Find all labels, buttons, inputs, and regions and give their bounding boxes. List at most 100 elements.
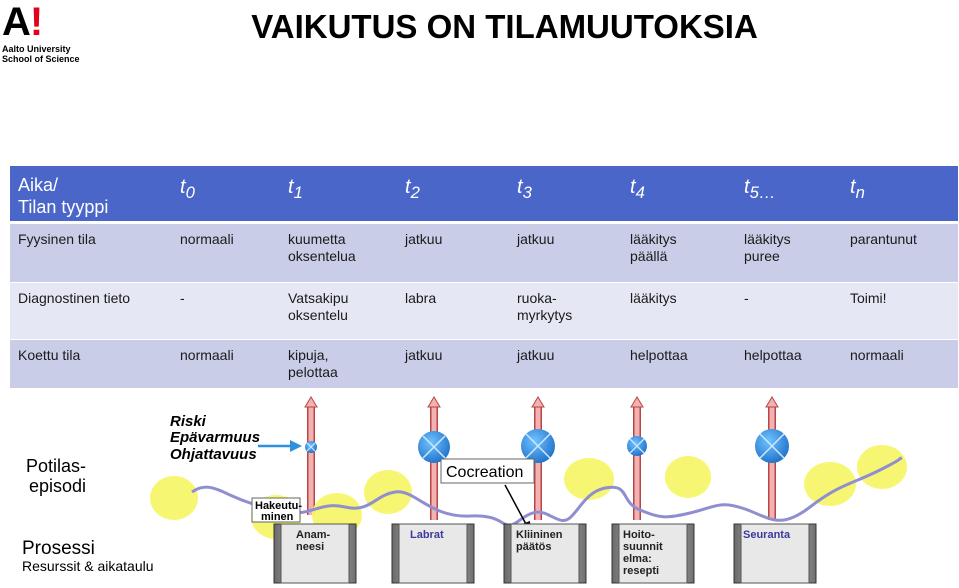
cell-line: Vatsakipu [288, 290, 349, 306]
cocreation-pointer [504, 484, 528, 527]
arrow-head [765, 396, 779, 408]
box-kliininen-2: päätös [516, 541, 551, 553]
table-cell: jatkuu [397, 340, 509, 388]
cell-line: normaali [850, 347, 904, 363]
time-base: t [405, 176, 411, 198]
box-hoito-2: suunnit [623, 541, 663, 553]
box-hoito-3: elma: [623, 553, 652, 565]
box-seuranta: Seuranta [743, 529, 791, 541]
header-time-n: tn [842, 166, 958, 221]
header-time-4: t4 [622, 166, 736, 221]
header-time-1: t1 [280, 166, 397, 221]
cell-line: lääkitys [744, 231, 791, 247]
arrow-head [427, 396, 441, 408]
resurssit-label: Resurssit & aikataulu [22, 558, 154, 574]
cell-line: lääkitys [630, 231, 677, 247]
table-cell: normaali [842, 340, 958, 388]
risk-label-2: Epävarmuus [170, 429, 260, 446]
table-cell: jatkuu [397, 224, 509, 282]
state-nodes [305, 429, 789, 463]
cell-line: oksentelua [288, 248, 356, 264]
cell-line: pelottaa [288, 364, 338, 380]
node-cross [306, 442, 316, 452]
cell-line: helpottaa [744, 347, 802, 363]
table-row-koettu: Koettu tila normaali kipuja,pelottaa jat… [10, 340, 958, 388]
time-sub: 0 [185, 183, 195, 202]
cell-line: oksentelu [288, 307, 348, 323]
box-hoito-4: resepti [623, 565, 659, 577]
node-cross [422, 435, 446, 459]
hakeutuminen-label-2: minen [261, 511, 294, 523]
node-cross [629, 438, 645, 454]
time-base: t [744, 176, 750, 198]
process-box-inner [618, 523, 688, 584]
row-label: Diagnostinen tieto [18, 290, 131, 306]
time-base: t [850, 176, 856, 198]
cell-line: jatkuu [517, 231, 555, 247]
time-sub: 3 [522, 183, 532, 202]
table-header-row: Aika/ Tilan tyyppi t0 t1 t2 t3 t4 t5… tn [10, 166, 958, 221]
header-time-3: t3 [509, 166, 622, 221]
risk-arrow-head [290, 440, 302, 452]
table-cell: - [172, 283, 280, 339]
yellow-circle [857, 445, 907, 489]
logo-school: School of Science [2, 54, 80, 64]
header-first-line1: Aika/ [18, 175, 59, 195]
header-first-cell: Aika/ Tilan tyyppi [10, 166, 170, 221]
table-cell: Toimi! [842, 283, 958, 339]
logo-letter: A [2, 0, 31, 44]
node-cross [759, 433, 785, 459]
time-sub: 2 [410, 183, 420, 202]
logo-mark: A! [2, 2, 112, 42]
box-anamneesi-2: neesi [296, 541, 324, 553]
process-diagram: Riski Epävarmuus Ohjattavuus Potilas- ep… [22, 396, 907, 584]
table-cell: jatkuu [509, 224, 622, 282]
cell-line: lääkitys [630, 290, 677, 306]
cell-line: - [180, 290, 185, 306]
cell-line: normaali [180, 347, 234, 363]
yellow-circle [564, 458, 614, 500]
time-sub: 4 [635, 183, 645, 202]
header-time-2: t2 [397, 166, 509, 221]
node-cross [525, 433, 551, 459]
cell-line: päällä [630, 248, 668, 264]
hakeutuminen-box [251, 497, 301, 523]
time-sub: 5… [749, 183, 776, 202]
cell-line: helpottaa [630, 347, 688, 363]
yellow-circle [804, 462, 856, 506]
cell-line: Toimi! [850, 290, 887, 306]
table-cell: helpottaa [622, 340, 736, 388]
risk-label-3: Ohjattavuus [170, 446, 257, 463]
table-cell: parantunut [842, 224, 958, 282]
risk-label-1: Riski [170, 413, 207, 430]
cell-line: labra [405, 290, 437, 306]
prosessi-label: Prosessi [22, 538, 95, 559]
cell-line: puree [744, 248, 780, 264]
table-cell: ruoka-myrkytys [509, 283, 622, 339]
arrow-head [531, 396, 545, 408]
cocreation-box [440, 458, 535, 484]
header-first-line2: Tilan tyyppi [18, 197, 109, 217]
process-box-inner [510, 523, 580, 584]
potilas-label-2: episodi [29, 476, 86, 496]
process-box-inner [740, 523, 810, 584]
cell-line: jatkuu [405, 347, 443, 363]
table-cell: helpottaa [736, 340, 842, 388]
box-hoito-1: Hoito- [623, 529, 655, 541]
cell-line: kipuja, [288, 347, 329, 363]
patient-path [191, 456, 903, 527]
cell-line: ruoka- [517, 290, 557, 306]
table-cell: - [736, 283, 842, 339]
yellow-circle [364, 470, 412, 514]
cell-line: kuumetta [288, 231, 346, 247]
time-base: t [180, 176, 186, 198]
aalto-logo: A! Aalto University School of Science [2, 2, 112, 64]
table-cell: kipuja,pelottaa [280, 340, 397, 388]
header-time-5: t5… [736, 166, 842, 221]
hakeutuminen-label-1: Hakeutu- [255, 500, 302, 512]
logo-university: Aalto University [2, 44, 71, 54]
